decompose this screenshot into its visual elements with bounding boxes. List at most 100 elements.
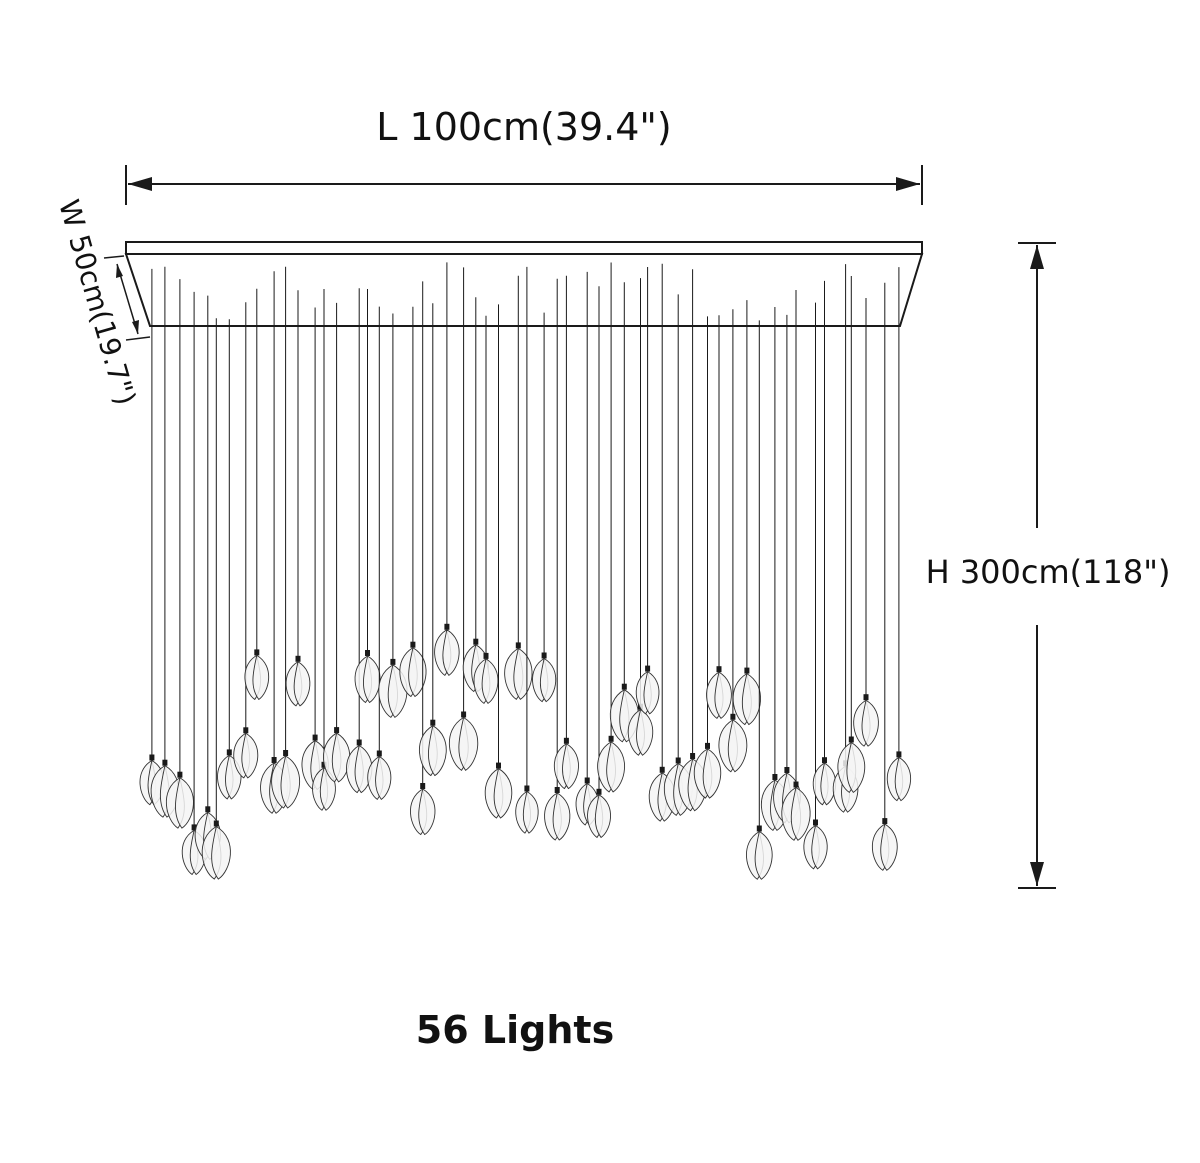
pendant-cap bbox=[515, 642, 521, 649]
width-tick-bottom bbox=[125, 336, 151, 341]
petal-shade bbox=[754, 830, 773, 880]
pendant-cap bbox=[621, 683, 627, 690]
petal-shade bbox=[331, 732, 351, 783]
petal-shade bbox=[481, 658, 499, 704]
length-arrow-right bbox=[896, 177, 920, 191]
canopy-top-plate bbox=[125, 241, 923, 255]
height-dimension: H 300cm(118") bbox=[926, 242, 1171, 889]
petal-shade bbox=[493, 767, 513, 819]
petal-shade bbox=[458, 716, 479, 771]
petal-shade bbox=[442, 629, 460, 676]
pendant-cap bbox=[334, 727, 340, 734]
petal-shade bbox=[861, 699, 879, 747]
petal-shade bbox=[594, 794, 611, 839]
pendant-cap bbox=[541, 652, 547, 659]
petal-shade bbox=[562, 743, 579, 790]
petal-shade bbox=[606, 741, 626, 793]
pendant-cap bbox=[784, 767, 790, 773]
petal-shade bbox=[820, 762, 837, 806]
petal-shade bbox=[894, 756, 912, 802]
pendant-cap bbox=[863, 694, 869, 701]
petal-shade bbox=[293, 661, 311, 707]
pendant-cap bbox=[213, 820, 219, 827]
pendant-cap bbox=[191, 824, 197, 831]
pendant-cap bbox=[596, 788, 602, 795]
pendant-cap bbox=[813, 819, 818, 826]
pendant-cap bbox=[410, 641, 416, 648]
petal-shade bbox=[540, 657, 557, 703]
petal-shade bbox=[636, 708, 654, 756]
petal-shade bbox=[880, 823, 898, 871]
pendant-cap bbox=[162, 759, 168, 766]
height-arrow-top bbox=[1030, 245, 1044, 269]
pendant-cap bbox=[756, 825, 762, 832]
light-count-caption: 56 Lights bbox=[416, 1008, 614, 1052]
length-label: L 100cm(39.4") bbox=[376, 105, 671, 149]
pendant-lights bbox=[139, 262, 912, 880]
pendant-cap bbox=[243, 727, 249, 734]
length-arrow-left bbox=[128, 177, 152, 191]
pendant-cap bbox=[149, 754, 155, 761]
pendant-cap bbox=[730, 713, 736, 720]
pendant-cap bbox=[376, 750, 382, 757]
pendant-cap bbox=[461, 711, 467, 718]
petal-shade bbox=[846, 741, 866, 794]
petal-shade bbox=[727, 719, 748, 773]
petal-shade bbox=[408, 647, 427, 698]
petal-shade bbox=[252, 654, 270, 701]
pendant-cap bbox=[496, 762, 501, 769]
pendant-cap bbox=[430, 719, 436, 726]
pendant-cap bbox=[420, 783, 426, 789]
petal-shade bbox=[741, 672, 762, 726]
width-tick-top bbox=[103, 255, 125, 259]
petal-shade bbox=[211, 825, 231, 880]
width-arrow-top bbox=[116, 264, 123, 278]
petal-shade bbox=[280, 755, 301, 809]
pendant-cap bbox=[365, 650, 370, 656]
height-arrow-bottom bbox=[1030, 862, 1044, 886]
petal-shade bbox=[418, 788, 436, 836]
pendant-cap bbox=[744, 667, 750, 674]
pendant-cap bbox=[882, 818, 888, 825]
height-label: H 300cm(118") bbox=[926, 553, 1171, 591]
petal-shade bbox=[714, 671, 732, 719]
pendant-cap bbox=[312, 734, 318, 741]
pendant-cap bbox=[705, 742, 710, 749]
pendant-cap bbox=[444, 623, 450, 630]
pendant-cap bbox=[645, 665, 651, 672]
pendant-cap bbox=[675, 757, 681, 764]
pendant-cap bbox=[483, 652, 489, 659]
pendant-cap bbox=[608, 735, 614, 742]
pendant-cap bbox=[690, 753, 696, 759]
pendant-cap bbox=[554, 787, 560, 793]
petal-shade bbox=[790, 786, 811, 841]
canopy-body bbox=[124, 253, 924, 327]
pendant-cap bbox=[205, 806, 211, 813]
pendant-cap bbox=[524, 785, 530, 792]
pendant-cap bbox=[659, 766, 665, 773]
pendant-cap bbox=[716, 666, 722, 673]
pendant-cap bbox=[283, 750, 289, 756]
pendant-cap bbox=[584, 777, 590, 784]
pendant-cap bbox=[473, 638, 479, 645]
pendant-cap bbox=[896, 751, 902, 758]
petal-shade bbox=[552, 792, 571, 841]
petal-shade bbox=[363, 655, 381, 704]
pendant-cap bbox=[271, 757, 277, 763]
pendant-cap bbox=[793, 781, 799, 788]
width-arrow-bottom bbox=[132, 320, 139, 334]
petal-shade bbox=[428, 724, 447, 777]
pendant-cap bbox=[563, 737, 569, 744]
pendant-cap bbox=[254, 649, 260, 656]
pendant-cap bbox=[848, 736, 854, 743]
length-dimension: L 100cm(39.4") bbox=[125, 105, 923, 205]
pendant-cap bbox=[772, 774, 778, 780]
pendant-cap bbox=[226, 749, 232, 756]
pendant-cap bbox=[822, 757, 827, 764]
petal-shade bbox=[643, 670, 660, 715]
pendant-cap bbox=[295, 655, 301, 662]
pendant-cap bbox=[177, 771, 183, 778]
petal-shade bbox=[175, 777, 194, 829]
petal-shade bbox=[811, 824, 828, 870]
